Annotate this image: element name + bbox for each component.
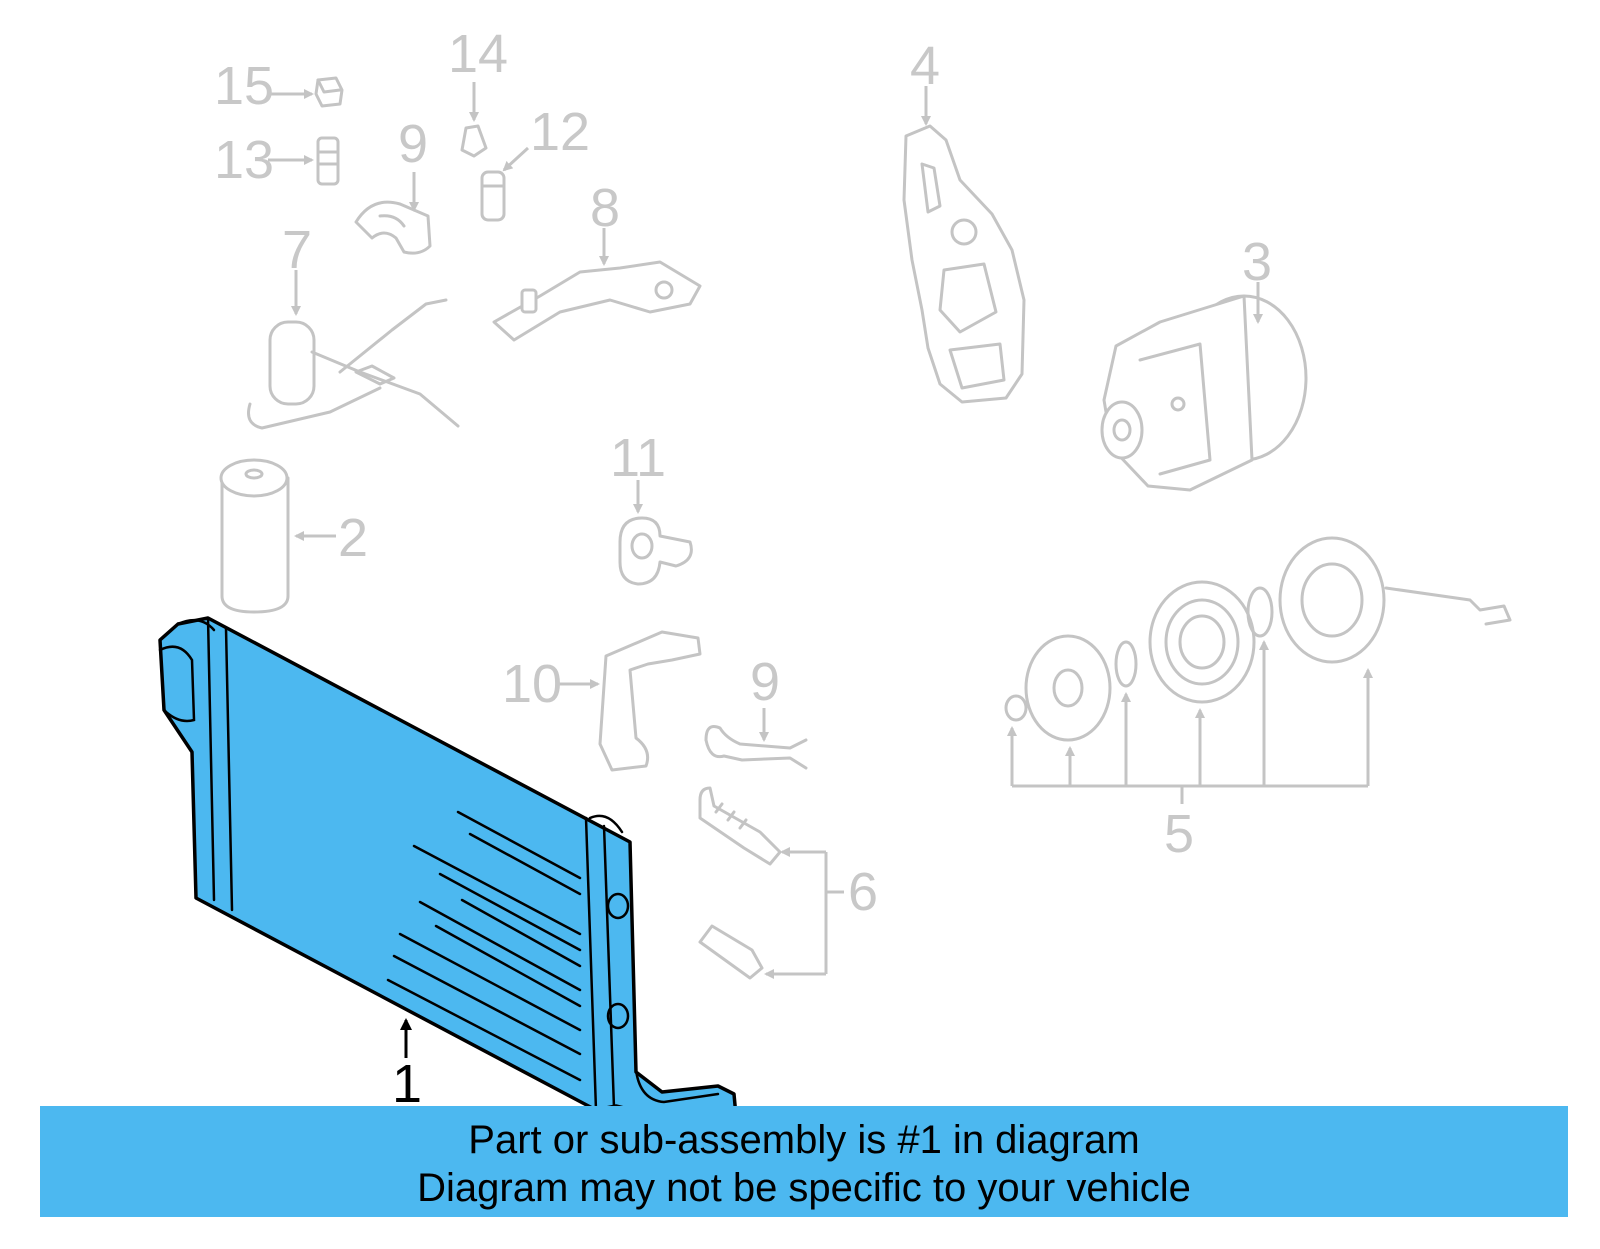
part-11-grommet	[618, 480, 693, 586]
part-9-clamp-lower	[704, 708, 808, 770]
callout-15: 15	[214, 56, 274, 116]
part-10-bracket	[556, 630, 702, 772]
callout-11: 11	[610, 428, 666, 488]
callout-4: 4	[910, 36, 940, 96]
callout-12: 12	[530, 102, 590, 162]
part-15-nut	[268, 76, 344, 108]
part-12-valve	[480, 146, 530, 222]
part-9-clamp-upper	[354, 172, 432, 255]
part-1-condenser	[158, 616, 738, 1124]
info-banner: Part or sub-assembly is #1 in diagram Di…	[40, 1106, 1568, 1217]
callout-5: 5	[1164, 804, 1194, 864]
callout-13: 13	[214, 130, 274, 190]
part-13-switch	[268, 136, 340, 186]
callout-9-upper: 9	[398, 114, 428, 174]
callout-8: 8	[590, 178, 620, 238]
part-2-canister	[219, 458, 336, 614]
part-14-cap	[460, 82, 488, 158]
callout-9-lower: 9	[750, 652, 780, 712]
callout-3: 3	[1242, 232, 1272, 292]
part-5-clutch-assembly	[1004, 536, 1512, 804]
callout-7: 7	[282, 220, 312, 280]
banner-line-2: Diagram may not be specific to your vehi…	[417, 1166, 1191, 1210]
part-4-mount-bracket	[902, 86, 1026, 404]
part-3-compressor	[1100, 282, 1308, 492]
part-8-bracket	[492, 228, 702, 342]
part-7-drier-hose	[247, 270, 460, 430]
part-6-lines	[698, 786, 844, 980]
callout-6: 6	[848, 862, 878, 922]
callout-2: 2	[338, 508, 368, 568]
banner-line-1: Part or sub-assembly is #1 in diagram	[468, 1118, 1140, 1162]
callout-14: 14	[448, 24, 508, 84]
callout-1: 1	[392, 1054, 422, 1114]
callout-10: 10	[502, 654, 562, 714]
